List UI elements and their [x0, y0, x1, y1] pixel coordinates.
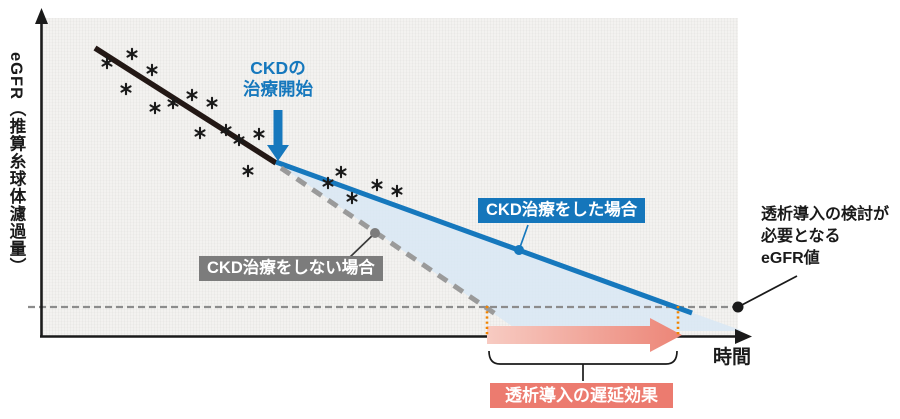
series-line-with-ckd-treatment — [275, 159, 693, 316]
x-axis-label: 時間 — [713, 347, 752, 368]
data-asterisk — [233, 136, 245, 144]
data-asterisk — [371, 181, 383, 189]
data-asterisk — [167, 99, 179, 107]
callout-dot-untreated — [370, 228, 380, 238]
dialysis-threshold-note: 透析導入の検討が 必要となる eGFR値 — [761, 204, 889, 270]
data-asterisk — [220, 126, 232, 134]
data-asterisk — [242, 167, 254, 175]
threshold-note-line3: eGFR値 — [761, 250, 820, 267]
untreated-case-label: CKD治療をしない場合 — [199, 256, 383, 281]
threshold-note-line1: 透析導入の検討が — [761, 206, 890, 223]
data-asterisk — [149, 104, 161, 112]
data-asterisk — [206, 99, 218, 107]
data-asterisk — [253, 130, 265, 138]
data-asterisk — [346, 194, 358, 202]
y-axis-arrowhead — [35, 8, 48, 24]
data-asterisk — [101, 59, 113, 67]
data-asterisk — [322, 179, 334, 187]
x-axis-arrowhead — [735, 329, 752, 344]
dialysis-delay-label: 透析導入の遅延効果 — [490, 383, 673, 408]
series-line-observed-before-treatment — [93, 45, 278, 166]
plot-area — [43, 18, 738, 337]
callout-dot-treated — [514, 245, 524, 255]
delay-brace — [488, 350, 678, 365]
data-asterisk — [391, 187, 403, 195]
treatment-start-arrowhead — [267, 145, 289, 161]
data-asterisk — [335, 168, 347, 176]
callout-dot-threshold — [732, 301, 744, 313]
delay-arrow — [487, 318, 682, 352]
callout-line-untreated — [348, 232, 376, 259]
treatment-start-label: CKDの 治療開始 — [230, 58, 326, 100]
data-asterisk — [126, 50, 138, 58]
data-asterisk — [146, 66, 158, 74]
series-line-without-ckd-treatment — [279, 165, 499, 318]
treatment-start-line1: CKDの — [250, 58, 306, 78]
y-axis-label: eGFR（推算糸球体濾過量） — [7, 52, 25, 276]
data-asterisk — [120, 85, 132, 93]
data-asterisk — [186, 91, 198, 99]
treated-case-label: CKD治療をした場合 — [478, 198, 646, 223]
threshold-note-line2: 必要となる — [761, 228, 841, 245]
callout-line-threshold — [737, 275, 798, 308]
data-asterisk — [194, 129, 206, 137]
treatment-start-line2: 治療開始 — [243, 79, 313, 99]
